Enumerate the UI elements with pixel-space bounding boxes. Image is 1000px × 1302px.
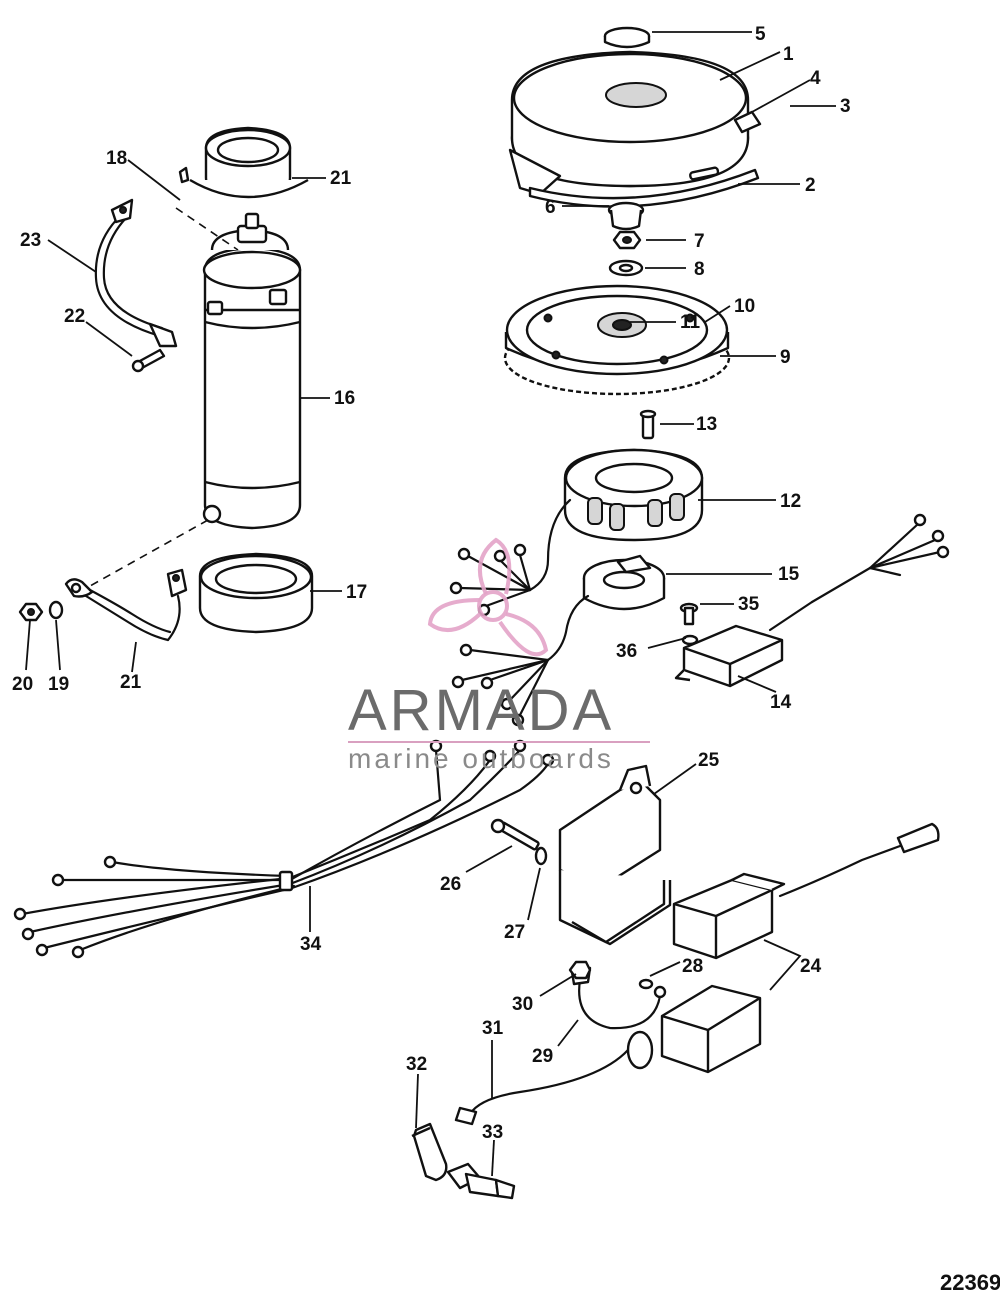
module-washer xyxy=(681,634,699,646)
flywheel-screw xyxy=(639,409,657,440)
callout-16: 16 xyxy=(334,388,355,409)
callout-26: 26 xyxy=(440,874,461,895)
callout-17: 17 xyxy=(346,582,367,603)
callout-9: 9 xyxy=(780,347,791,368)
starter-lower-mount xyxy=(198,552,314,634)
bracket-washer xyxy=(534,846,548,866)
callout-18: 18 xyxy=(106,148,127,169)
callout-10: 10 xyxy=(734,296,755,317)
callout-23: 23 xyxy=(20,230,41,251)
callout-21-lower: 21 xyxy=(120,672,142,693)
watermark-subtitle: marine outboards xyxy=(348,743,614,774)
callout-4: 4 xyxy=(810,68,821,89)
spark-plug xyxy=(446,1162,516,1200)
callout-34: 34 xyxy=(300,934,322,955)
callout-28: 28 xyxy=(682,956,703,977)
callout-21-upper: 21 xyxy=(330,168,352,189)
callout-27: 27 xyxy=(504,922,525,943)
drawing-number: 22369 xyxy=(940,1270,1000,1295)
callout-7: 7 xyxy=(694,231,705,252)
callout-13: 13 xyxy=(696,414,717,435)
callout-22: 22 xyxy=(64,306,85,327)
trigger-leads xyxy=(451,643,550,727)
callout-29: 29 xyxy=(532,1046,553,1067)
starter-cable-upper xyxy=(94,198,178,348)
assembly-line-starter-top xyxy=(175,207,239,251)
callout-31: 31 xyxy=(482,1018,504,1039)
armada-watermark: ARMADA marine outboards xyxy=(348,537,650,774)
bracket-bolt xyxy=(490,818,540,851)
stator-leads xyxy=(449,543,532,617)
starter-upper-mount xyxy=(189,126,309,199)
starter-motor xyxy=(202,212,302,530)
spark-plug-boot xyxy=(411,1122,448,1182)
ignition-module xyxy=(674,513,950,688)
callout-15: 15 xyxy=(778,564,800,585)
callout-3: 3 xyxy=(840,96,851,117)
cable-screw xyxy=(131,348,166,373)
coil-bracket xyxy=(558,764,672,946)
callout-6: 6 xyxy=(545,197,556,218)
callout-12: 12 xyxy=(780,491,801,512)
callout-19: 19 xyxy=(48,674,69,695)
callout-14: 14 xyxy=(770,692,792,713)
flywheel-cover xyxy=(508,50,762,196)
propeller-logo-icon xyxy=(427,537,549,657)
wiring-harness xyxy=(13,739,555,959)
module-screw xyxy=(679,602,699,626)
callout-32: 32 xyxy=(406,1054,427,1075)
watermark-title: ARMADA xyxy=(348,678,614,743)
starter-cable-lower xyxy=(64,568,188,642)
strap-nut xyxy=(638,978,654,990)
lock-washer xyxy=(48,600,64,620)
callout-11: 11 xyxy=(680,312,701,333)
callout-33: 33 xyxy=(482,1122,503,1143)
callout-24: 24 xyxy=(800,956,822,977)
callout-1: 1 xyxy=(783,44,794,65)
callout-5: 5 xyxy=(755,24,766,45)
assembly-line-starter-bottom xyxy=(89,519,209,587)
stator xyxy=(528,448,704,592)
callout-36: 36 xyxy=(616,641,637,662)
trigger xyxy=(546,554,666,662)
flywheel xyxy=(503,284,731,396)
bushing xyxy=(607,201,645,231)
callout-20: 20 xyxy=(12,674,33,695)
callout-labels: 5 1 4 3 2 6 7 8 10 11 9 13 12 15 35 36 1… xyxy=(12,24,851,1143)
callout-2: 2 xyxy=(805,175,816,196)
starter-clip xyxy=(178,166,190,184)
nut xyxy=(18,602,44,622)
callout-8: 8 xyxy=(694,259,705,280)
callout-30: 30 xyxy=(512,994,533,1015)
flywheel-nut xyxy=(612,230,642,250)
flywheel-cap xyxy=(603,26,651,49)
callout-25: 25 xyxy=(698,750,720,771)
leader-lines xyxy=(25,31,836,1177)
high-tension-lead xyxy=(454,1106,478,1126)
ignition-coil-upper xyxy=(672,822,940,960)
ignition-coil-lower xyxy=(468,984,762,1116)
callout-35: 35 xyxy=(738,594,760,615)
washer xyxy=(608,259,644,277)
